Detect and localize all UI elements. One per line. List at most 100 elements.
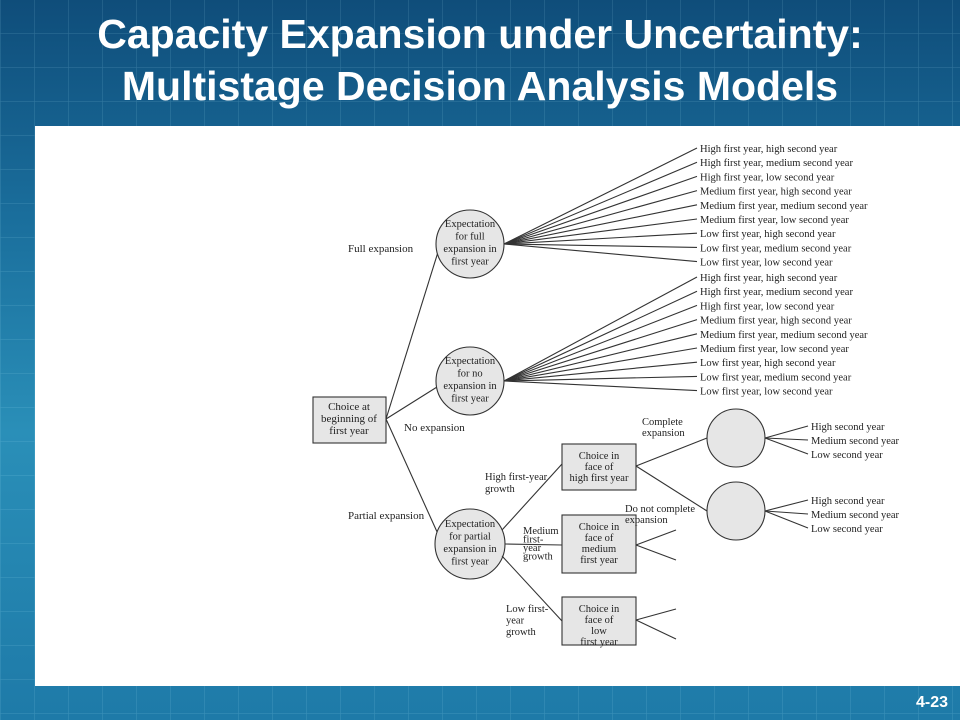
decision-label-low-line-2: face of [585,615,614,626]
not-complete-label-line-1: Do not complete [625,504,695,515]
branch-label-full: Full expansion [348,243,414,255]
branch-full-expansion [385,251,439,420]
content-panel [35,126,960,686]
chance-label-partial-line-1: Expectation [445,519,496,530]
outcome-label-full-8: Low first year, medium second year [700,243,852,254]
decision-label-medium-line-1: Choice in [579,522,620,533]
outcome-branch-none-8 [503,375,698,382]
decision-label-medium-line-4: first year [580,555,618,566]
complete-label-line-1: Complete [642,417,683,428]
root-decision-label-line-3: first year [329,425,369,437]
outcome-branch-full-1 [503,147,698,245]
outcome-branch-none-9 [503,380,698,392]
growth-label-low-line-2: year [506,616,525,627]
outcome-branch-none-7 [503,361,698,382]
medium-stub-1 [635,529,677,546]
second-year-branch-not-complete-3 [764,510,809,529]
second-year-label-complete-1: High second year [811,422,885,433]
chance-label-none-line-3: expansion in [443,381,497,392]
decision-label-low-line-4: first year [580,637,618,648]
chance-node-complete [706,408,766,468]
outcome-branch-full-6 [503,218,698,245]
outcome-label-none-5: Medium first year, medium second year [700,330,868,341]
outcome-branch-full-5 [503,204,698,245]
outcome-branch-full-3 [503,175,698,245]
decision-label-low-line-1: Choice in [579,604,620,615]
outcome-label-full-6: Medium first year, low second year [700,215,849,226]
outcome-label-none-8: Low first year, medium second year [700,372,852,383]
outcome-label-none-6: Medium first year, low second year [700,344,849,355]
outcome-label-none-1: High first year, high second year [700,273,838,284]
outcome-label-none-7: Low first year, high second year [700,358,836,369]
chance-label-none-line-2: for no [457,369,482,380]
low-stub-2 [635,619,677,640]
chance-label-partial-line-3: expansion in [443,544,497,555]
chance-label-full-line-2: for full [455,232,485,243]
decision-node-medium [561,514,637,574]
chance-label-full-line-4: first year [451,257,489,268]
second-year-label-not-complete-2: Medium second year [811,510,900,521]
decision-label-high-line-1: Choice in [579,451,620,462]
growth-branch-high [501,463,563,531]
decision-label-high-line-3: high first year [570,473,629,484]
growth-label-high-line-1: High first-year [485,472,548,483]
decision-node-high [561,443,637,491]
outcome-branch-full-9 [503,243,698,263]
root-decision-label-line-2: beginning of [321,413,377,425]
branch-label-none: No expansion [404,422,465,434]
outcome-label-full-2: High first year, medium second year [700,158,853,169]
outcome-label-none-4: Medium first year, high second year [700,316,852,327]
outcome-label-full-5: Medium first year, medium second year [700,201,868,212]
complete-label-line-2: expansion [642,428,685,439]
growth-label-medium-line-2: first- [523,535,544,546]
decision-label-medium-line-3: medium [582,544,616,555]
second-year-branch-complete-1 [764,425,809,439]
outcome-label-full-9: Low first year, low second year [700,258,833,269]
chance-label-partial-line-4: first year [451,557,489,568]
branch-partial-expansion [385,418,439,535]
outcome-label-full-3: High first year, low second year [700,172,835,183]
outcome-branch-none-1 [503,276,698,382]
growth-label-low-line-1: Low first- [506,604,549,615]
outcome-branch-full-4 [503,190,698,245]
outcome-branch-none-5 [503,333,698,382]
second-year-label-complete-2: Medium second year [811,436,900,447]
chance-node-not-complete [706,481,766,541]
chance-label-none-line-4: first year [451,394,489,405]
growth-label-high-line-2: growth [485,484,515,495]
outcome-branch-full-7 [503,232,698,245]
outcome-branch-none-4 [503,319,698,382]
branch-label-partial: Partial expansion [348,510,425,522]
low-stub-1 [635,608,677,621]
second-year-branch-not-complete-1 [764,499,809,512]
outcome-branch-full-8 [503,243,698,248]
outcome-label-none-2: High first year, medium second year [700,287,853,298]
second-year-label-not-complete-3: Low second year [811,524,883,535]
decision-label-high-line-2: face of [585,462,614,473]
outcome-label-none-3: High first year, low second year [700,301,835,312]
branch-not-complete-expansion [635,465,708,512]
chance-label-partial-line-2: for partial [449,532,491,543]
second-year-branch-complete-2 [764,437,809,441]
slide-title: Capacity Expansion under Uncertainty: Mu… [0,8,960,112]
growth-label-low-line-3: growth [506,627,536,638]
outcome-label-full-4: Medium first year, high second year [700,187,852,198]
growth-label-medium-line-1: Medium [523,526,559,537]
outcome-label-full-7: Low first year, high second year [700,229,836,240]
root-decision-label-line-1: Choice at [328,401,370,413]
outcome-branch-none-6 [503,347,698,382]
second-year-label-not-complete-1: High second year [811,496,885,507]
growth-branch-medium [504,543,563,546]
outcome-label-full-1: High first year, high second year [700,144,838,155]
growth-label-medium-line-4: growth [523,552,553,563]
branch-complete-expansion [635,437,708,467]
title-line-1: Capacity Expansion under Uncertainty: [97,11,863,57]
growth-branch-low [501,555,563,622]
title-line-2: Multistage Decision Analysis Models [121,63,839,109]
outcome-branch-full-2 [503,161,698,245]
decision-node-low [561,596,637,646]
second-year-label-complete-3: Low second year [811,450,883,461]
outcome-label-none-9: Low first year, low second year [700,387,833,398]
second-year-branch-not-complete-2 [764,510,809,515]
